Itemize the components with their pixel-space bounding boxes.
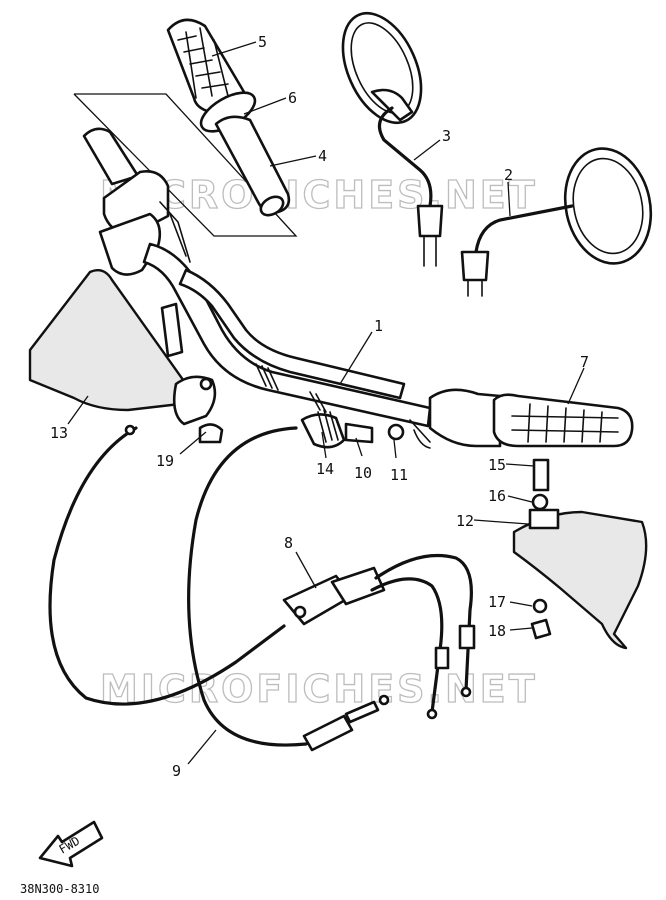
- callout-6: 6: [288, 89, 297, 107]
- hardware-bolts: [530, 458, 552, 640]
- right-mirror: [460, 147, 653, 297]
- clutch-spring-assembly: [300, 409, 405, 449]
- callout-labels: 5 6 4 3 2 1 7 13 19 14 10 11 15 16 12 8 …: [50, 33, 589, 780]
- handlebar: [142, 242, 432, 428]
- callout-18: 18: [488, 622, 506, 640]
- callout-2: 2: [504, 166, 513, 184]
- callout-5: 5: [258, 33, 267, 51]
- throttle-cables: [370, 553, 476, 720]
- callout-3: 3: [442, 127, 451, 145]
- leader-lines: [67, 41, 585, 765]
- callout-16: 16: [488, 487, 506, 505]
- left-hand-guard: [28, 269, 217, 426]
- cable-junction: [282, 566, 386, 626]
- watermark-top: MICROFICHES.NET: [100, 173, 538, 217]
- callout-12: 12: [456, 512, 474, 530]
- callout-9: 9: [172, 762, 181, 780]
- callout-8: 8: [284, 534, 293, 552]
- direction-arrow: FWD: [38, 820, 104, 868]
- right-hand-guard: [512, 508, 648, 650]
- callout-11: 11: [390, 466, 408, 484]
- callout-1: 1: [374, 317, 383, 335]
- drawing-code: 38N300-8310: [20, 882, 99, 896]
- callout-17: 17: [488, 593, 506, 611]
- callout-14: 14: [316, 460, 334, 478]
- callout-19: 19: [156, 452, 174, 470]
- clutch-cable: [48, 424, 390, 752]
- right-grip: [409, 388, 634, 449]
- callout-4: 4: [318, 147, 327, 165]
- callout-7: 7: [580, 353, 589, 371]
- left-mirror: [341, 11, 444, 267]
- throttle-tube: [214, 115, 291, 217]
- callout-13: 13: [50, 424, 68, 442]
- watermark-bottom: MICROFICHES.NET: [100, 667, 538, 711]
- callout-15: 15: [488, 456, 506, 474]
- mount-bracket: [198, 423, 224, 444]
- callout-10: 10: [354, 464, 372, 482]
